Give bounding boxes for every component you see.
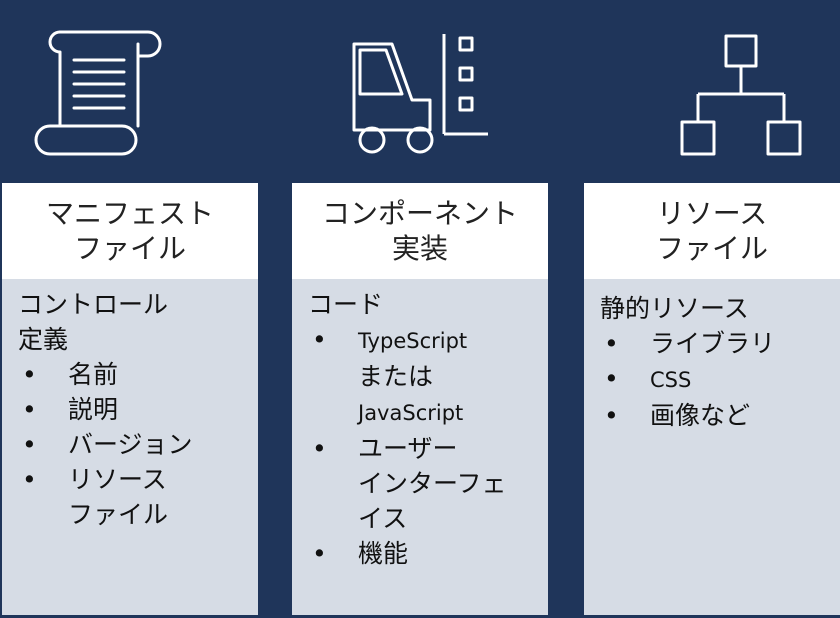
list-item-text: リソース [68,465,167,494]
list-item: バージョン [18,427,248,462]
forklift-icon [348,14,488,164]
list-item: TypeScript または JavaScript [308,322,538,431]
list-item-text: CSS [650,368,692,392]
title-line: リソース [656,197,768,230]
list-item-text: JavaScript [358,401,464,425]
body-heading: コントロール [18,290,169,319]
list-item-text: ライブラリ [650,329,776,358]
column-manifest: マニフェスト ファイル コントロール 定義 名前 説明 バージョン リソースファ… [2,183,258,615]
body-heading: 静的リソース [600,294,749,323]
header-banner [0,0,840,183]
list-item-text: 機能 [358,539,409,568]
list-item-text: ユーザー [358,434,458,463]
scroll-icon [30,14,170,164]
list-item-text: バージョン [68,430,193,459]
title-line: コンポーネント [321,197,518,230]
list-item-text: イス [358,504,408,533]
list-item-text: 説明 [68,395,119,424]
column-component: コンポーネント 実装 コード TypeScript または JavaScript ユ… [292,183,548,615]
list-item-text: 名前 [68,360,119,389]
column-title: マニフェスト ファイル [2,183,258,279]
body-heading: 定義 [18,325,69,354]
list-item: 名前 [18,357,248,392]
list-item: 画像など [600,398,830,433]
list-item-text: インターフェ [358,469,507,498]
column-title: リソース ファイル [584,183,840,279]
column-title: コンポーネント 実装 [292,183,548,279]
title-line: ファイル [73,232,186,265]
title-line: ファイル [655,232,768,265]
list-item-text: または [358,362,434,391]
list-item: 機能 [308,536,538,571]
list-item-text: TypeScript [358,329,468,353]
bullet-list: ライブラリ CSS 画像など [600,326,830,433]
list-item: 説明 [18,392,248,427]
title-line: 実装 [391,232,448,265]
list-item: ライブラリ [600,326,830,361]
column-body: コード TypeScript または JavaScript ユーザーインターフェイス… [292,279,548,615]
hierarchy-icon [676,14,816,164]
list-item-text: 画像など [650,401,751,430]
column-resource: リソース ファイル 静的リソース ライブラリ CSS 画像など [584,183,840,615]
list-item: CSS [600,361,830,398]
column-body: 静的リソース ライブラリ CSS 画像など [584,279,840,615]
list-item-text: ファイル [68,500,169,529]
body-heading: コード [308,290,384,319]
title-line: マニフェスト [45,197,214,230]
